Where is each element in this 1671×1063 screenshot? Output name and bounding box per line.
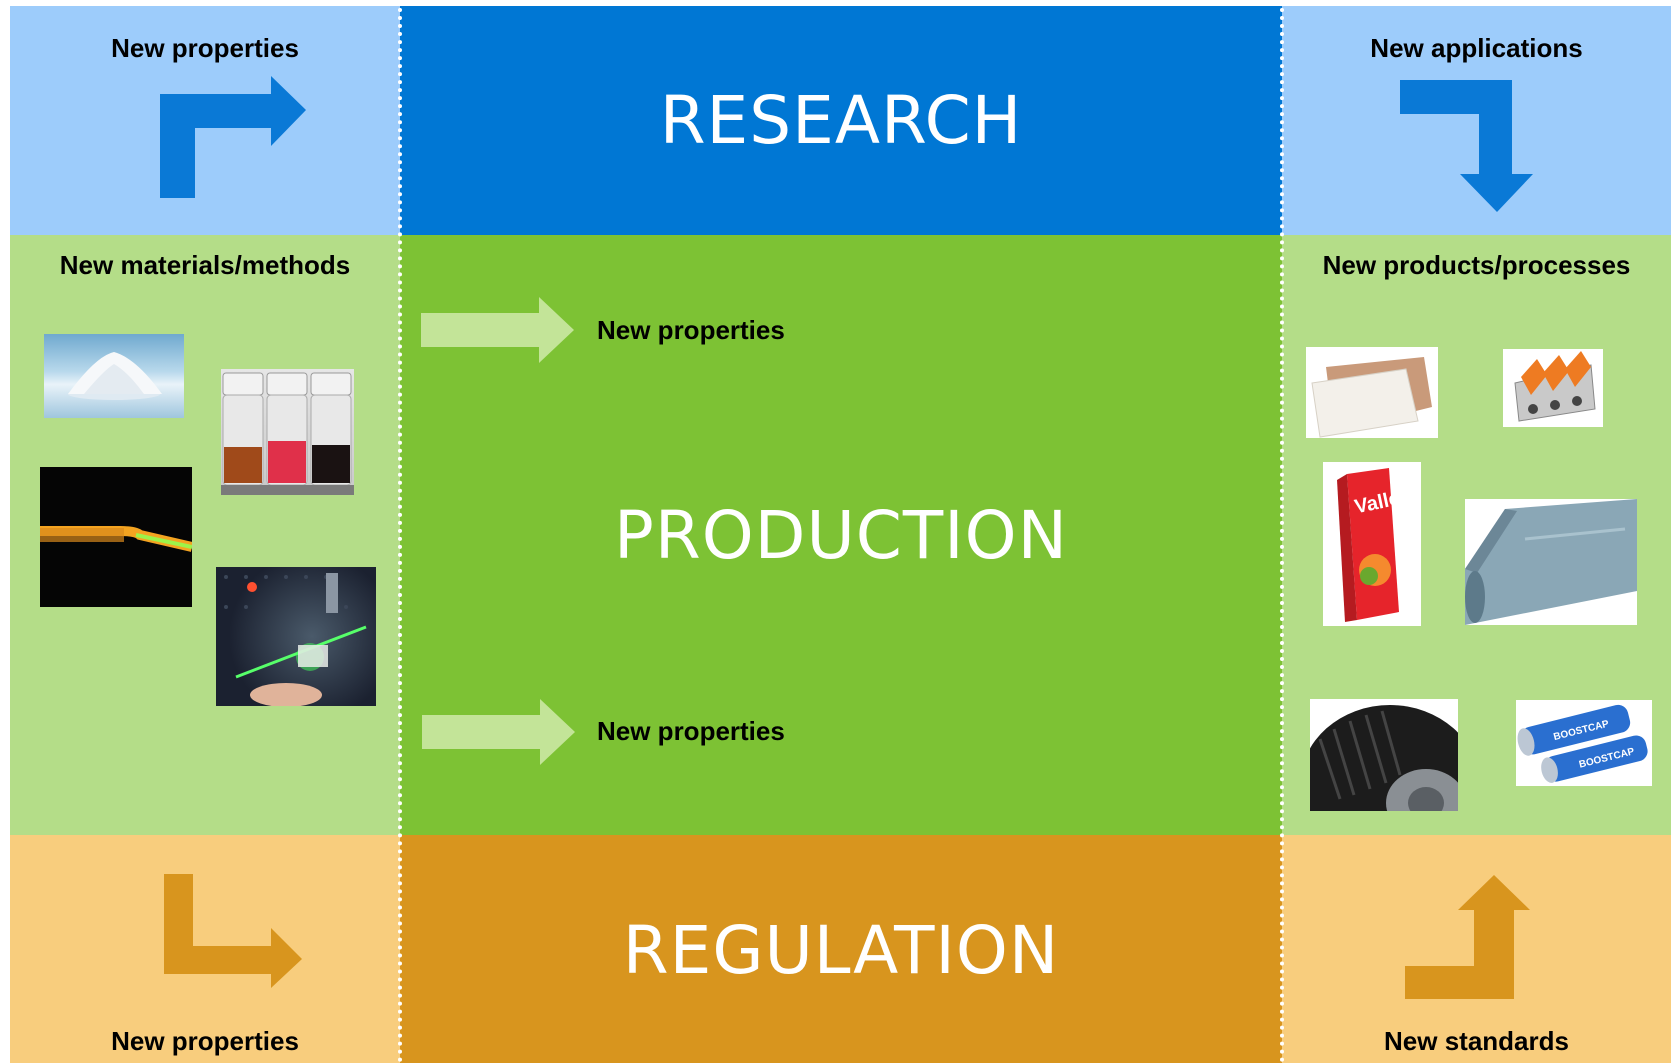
colored-vials-image (221, 369, 354, 495)
right-top-label: New applications (1370, 33, 1583, 63)
center-research-band (400, 6, 1282, 235)
production-upper-arrow-label: New properties (597, 315, 785, 345)
optical-fiber-image (40, 467, 192, 607)
left-middle-label: New materials/methods (59, 250, 351, 280)
left-bottom-label: New properties (111, 1026, 299, 1056)
wire-connector-image (1503, 349, 1603, 427)
right-dotted-divider (1280, 0, 1284, 1063)
production-title: PRODUCTION (614, 497, 1068, 574)
juice-carton-image: Valle (1323, 462, 1421, 626)
production-lower-arrow-label: New properties (597, 716, 785, 746)
coated-sheets-image (1306, 347, 1438, 438)
plastic-film-roll-image (1465, 499, 1637, 625)
left-top-label: New properties (111, 33, 299, 63)
regulation-title: REGULATION (622, 912, 1060, 989)
right-research-band (1282, 6, 1671, 235)
left-dotted-divider (398, 0, 402, 1063)
research-title: RESEARCH (659, 82, 1023, 159)
white-powder-image (44, 334, 184, 418)
right-bottom-label: New standards (1384, 1026, 1569, 1056)
center-regulation-band (400, 835, 1282, 1063)
laser-experiment-image (216, 567, 376, 706)
car-tire-image (1310, 699, 1458, 811)
right-middle-label: New products/processes (1322, 250, 1631, 280)
ultracapacitor-image: BOOSTCAP BOOSTCAP (1516, 700, 1652, 786)
